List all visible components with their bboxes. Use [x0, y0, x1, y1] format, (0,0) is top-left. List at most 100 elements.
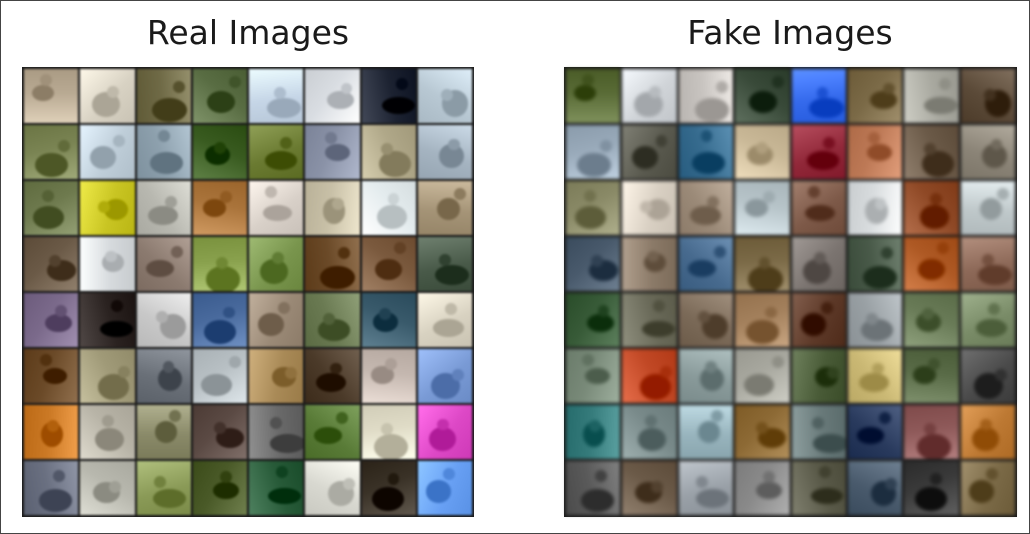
real-image-tile	[80, 349, 135, 403]
real-image-tile	[80, 181, 135, 235]
fake-image-tile	[791, 349, 846, 403]
real-image-tile	[249, 293, 304, 347]
fake-image-tile	[904, 69, 959, 123]
real-image-tile	[24, 461, 79, 515]
real-image-tile	[305, 461, 360, 515]
fake-image-tile	[847, 461, 903, 515]
fake-image-tile	[791, 461, 846, 515]
fake-image-tile	[622, 461, 677, 515]
fake-image-tile	[960, 461, 1015, 515]
real-image-tile	[305, 293, 360, 347]
real-image-tile	[80, 237, 135, 291]
fake-image-tile	[960, 69, 1015, 123]
real-image-tile	[192, 69, 247, 123]
fake-image-tile	[791, 181, 846, 235]
real-image-tile	[417, 405, 472, 459]
fake-image-tile	[622, 293, 677, 347]
fake-image-tile	[960, 181, 1015, 235]
fake-image-tile	[622, 125, 677, 179]
fake-image-tile	[678, 125, 734, 179]
real-image-tile	[192, 461, 247, 515]
fake-image-tile	[735, 461, 790, 515]
fake-image-tile	[622, 69, 677, 123]
fake-image-tile	[904, 293, 959, 347]
real-images-grid	[22, 67, 474, 517]
fake-image-tile	[791, 405, 846, 459]
fake-image-tile	[960, 293, 1015, 347]
real-image-tile	[24, 125, 79, 179]
real-image-tile	[417, 237, 472, 291]
fake-image-tile	[904, 181, 959, 235]
real-image-tile	[361, 237, 416, 291]
real-image-tile	[417, 125, 472, 179]
fake-image-tile	[622, 237, 677, 291]
real-image-tile	[136, 349, 191, 403]
fake-image-tile	[904, 237, 959, 291]
fake-image-tile	[678, 461, 734, 515]
fake-image-tile	[566, 237, 621, 291]
real-image-tile	[192, 237, 247, 291]
real-image-tile	[80, 69, 135, 123]
fake-image-tile	[678, 349, 734, 403]
fake-image-tile	[678, 293, 734, 347]
real-image-tile	[361, 125, 416, 179]
fake-image-tile	[847, 69, 903, 123]
real-image-tile	[80, 293, 135, 347]
fake-image-tile	[566, 293, 621, 347]
real-image-tile	[305, 181, 360, 235]
real-image-tile	[24, 349, 79, 403]
real-image-tile	[192, 293, 247, 347]
fake-image-tile	[960, 405, 1015, 459]
real-image-tile	[417, 461, 472, 515]
fake-image-tile	[791, 69, 846, 123]
real-image-tile	[361, 69, 416, 123]
fake-images-title: Fake Images	[687, 13, 893, 52]
fake-image-tile	[678, 405, 734, 459]
real-image-tile	[249, 237, 304, 291]
fake-image-tile	[735, 293, 790, 347]
real-image-tile	[361, 293, 416, 347]
real-image-tile	[417, 293, 472, 347]
fake-image-tile	[960, 349, 1015, 403]
real-image-tile	[305, 125, 360, 179]
fake-image-tile	[791, 125, 846, 179]
fake-image-tile	[791, 293, 846, 347]
real-image-tile	[192, 181, 247, 235]
fake-image-tile	[566, 125, 621, 179]
real-image-tile	[361, 181, 416, 235]
real-image-tile	[305, 405, 360, 459]
real-image-tile	[417, 181, 472, 235]
real-image-tile	[24, 237, 79, 291]
real-image-tile	[361, 349, 416, 403]
real-image-tile	[136, 181, 191, 235]
real-image-tile	[361, 461, 416, 515]
fake-image-tile	[566, 461, 621, 515]
fake-image-tile	[678, 69, 734, 123]
real-image-tile	[417, 69, 472, 123]
real-image-tile	[24, 69, 79, 123]
fake-image-tile	[904, 405, 959, 459]
fake-image-tile	[735, 69, 790, 123]
fake-image-tile	[904, 349, 959, 403]
fake-image-tile	[847, 237, 903, 291]
real-image-tile	[249, 349, 304, 403]
fake-image-tile	[847, 405, 903, 459]
real-image-tile	[136, 125, 191, 179]
fake-image-tile	[904, 125, 959, 179]
fake-image-tile	[847, 293, 903, 347]
fake-image-tile	[847, 349, 903, 403]
fake-image-tile	[735, 405, 790, 459]
real-images-title: Real Images	[146, 13, 350, 52]
real-image-tile	[249, 181, 304, 235]
real-image-tile	[249, 125, 304, 179]
real-image-tile	[249, 405, 304, 459]
real-image-tile	[136, 461, 191, 515]
fake-image-tile	[960, 237, 1015, 291]
fake-image-tile	[847, 125, 903, 179]
fake-image-tile	[566, 349, 621, 403]
fake-image-tile	[735, 125, 790, 179]
real-image-tile	[136, 293, 191, 347]
fake-image-tile	[791, 237, 846, 291]
real-image-tile	[192, 125, 247, 179]
fake-image-tile	[566, 405, 621, 459]
